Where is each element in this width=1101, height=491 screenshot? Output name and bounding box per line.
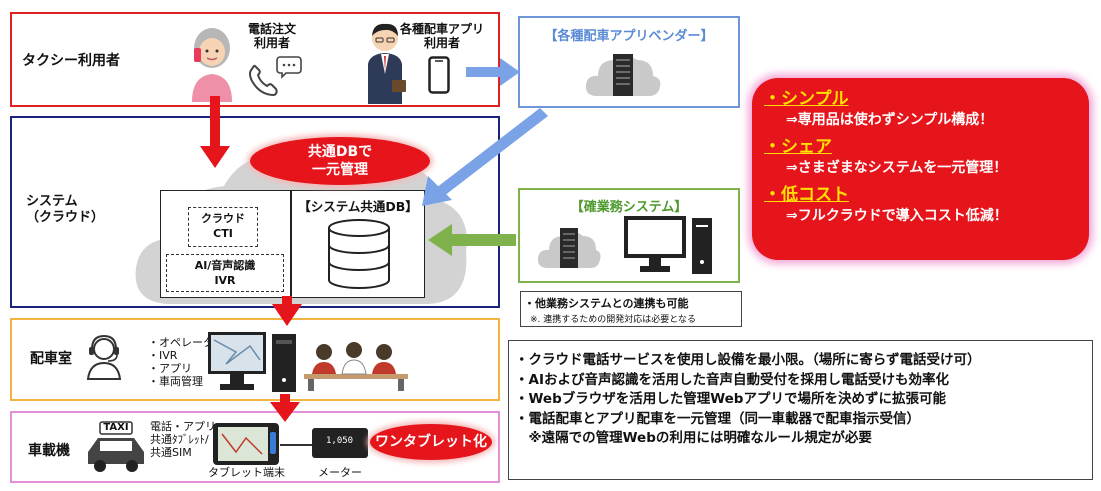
one-tablet-badge: ワンタブレット化 <box>370 424 492 460</box>
vehicle-label: 車載機 <box>28 443 70 459</box>
vehicle-item-common-sim: 共通SIM <box>150 446 192 459</box>
note-line-remote-rule: ※遠隔での管理Webの利用には明確なルール規定が必要 <box>515 430 872 446</box>
business-title: 【確業務システム】 <box>570 200 688 215</box>
dispatch-item-operator: ・オペレータ <box>148 336 214 349</box>
dispatch-pc-icon <box>208 332 296 392</box>
users-label: タクシー利用者 <box>22 53 120 69</box>
app-user-illustration <box>368 23 406 104</box>
users-section <box>10 12 500 107</box>
db-title: 【システム共通DB】 <box>298 199 418 214</box>
feature-lowcost-desc: ⇒フルクラウドで導入コスト低減！ <box>786 208 1008 224</box>
common-db-badge: 共通DBで 一元管理 <box>250 137 430 185</box>
smartphone-icon <box>428 56 450 94</box>
feature-simple: ・シンプル ⇒専用品は使わずシンプル構成！ <box>764 88 1077 130</box>
phone-user-label: 電話注文 利用者 <box>247 22 296 50</box>
ivr-box: AI/音声認識 IVR <box>166 254 284 292</box>
meter-device: 1,050 <box>312 428 368 458</box>
vehicle-item-list: 電話・アプリ 共通ﾀﾌﾞﾚｯﾄ/ 共通SIM <box>150 420 216 459</box>
phone-user-illustration <box>192 28 232 102</box>
dispatch-item-ivr: ・IVR <box>148 349 178 362</box>
business-pc-icon <box>624 216 712 274</box>
note-line-web-browser: ・Webブラウザを活用した管理Webアプリで場所を決めずに拡張可能 <box>515 391 946 407</box>
vehicle-item-common-tablet: 共通ﾀﾌﾞﾚｯﾄ/ <box>150 433 209 446</box>
business-note-main: ・他業務システムとの連携も可能 <box>524 297 689 310</box>
feature-share-desc: ⇒さまざまなシステムを一元管理！ <box>786 160 1008 176</box>
dispatch-label: 配車室 <box>30 351 72 367</box>
system-section <box>10 116 500 308</box>
note-line-cloud-phone: ・クラウド電話サービスを使用し設備を最小限。（場所に寄らず電話受け可） <box>515 352 981 368</box>
business-cloud-server-icon <box>537 228 601 268</box>
operators-illustration <box>304 342 408 391</box>
dispatch-item-list: ・オペレータ ・IVR ・アプリ ・車両管理 <box>148 336 214 388</box>
taxi-icon <box>88 421 144 472</box>
phone-chat-icon <box>249 56 302 97</box>
note-line-unified-dispatch: ・電話配車とアプリ配車を一元管理（同一車載器で配車指示受信） <box>515 410 920 427</box>
meter-display: 1,050 <box>326 436 354 446</box>
dispatch-section <box>10 318 500 401</box>
tablet-meter-cable <box>280 444 312 446</box>
note-line-ai-voice: ・AIおよび音声認識を活用した音声自動受付を採用し電話受けも効率化 <box>515 371 949 388</box>
meter-label: メーター <box>318 466 362 479</box>
cloud-cti-box: クラウド CTI <box>188 207 258 247</box>
vendor-cloud-server-icon <box>585 54 661 96</box>
feature-share-title: ・シェア <box>764 137 832 157</box>
operator-headset-icon <box>86 334 122 380</box>
business-note-sub: ※. 連携するための開発対応は必要となる <box>530 315 696 325</box>
tablet-icon <box>213 423 279 465</box>
database-icon <box>328 219 390 289</box>
system-divider <box>290 190 292 298</box>
feature-simple-desc: ⇒専用品は使わずシンプル構成！ <box>786 112 994 128</box>
tablet-label: タブレット端末 <box>208 466 285 479</box>
feature-share: ・シェア ⇒さまざまなシステムを一元管理！ <box>764 136 1077 178</box>
notes-box: ・クラウド電話サービスを使用し設備を最小限。（場所に寄らず電話受け可） ・AIお… <box>508 340 1093 480</box>
feature-lowcost-title: ・低コスト <box>764 185 849 205</box>
features-panel: ・シンプル ⇒専用品は使わずシンプル構成！ ・シェア ⇒さまざまなシステムを一元… <box>752 78 1089 260</box>
system-label: システム （クラウド） <box>26 194 105 225</box>
feature-lowcost: ・低コスト ⇒フルクラウドで導入コスト低減！ <box>764 184 1077 226</box>
business-note-box <box>520 291 742 327</box>
dispatch-item-app: ・アプリ <box>148 362 192 375</box>
vendor-title: 【各種配車アプリベンダー】 <box>544 29 714 44</box>
feature-simple-title: ・シンプル <box>764 89 849 109</box>
app-user-label: 各種配車アプリ 利用者 <box>399 22 484 50</box>
dispatch-item-vehicle-mgmt: ・車両管理 <box>148 375 203 388</box>
vehicle-item-phone-app: 電話・アプリ <box>150 420 216 433</box>
vehicle-section <box>10 411 500 483</box>
taxi-sign-text: TAXI <box>103 422 129 433</box>
